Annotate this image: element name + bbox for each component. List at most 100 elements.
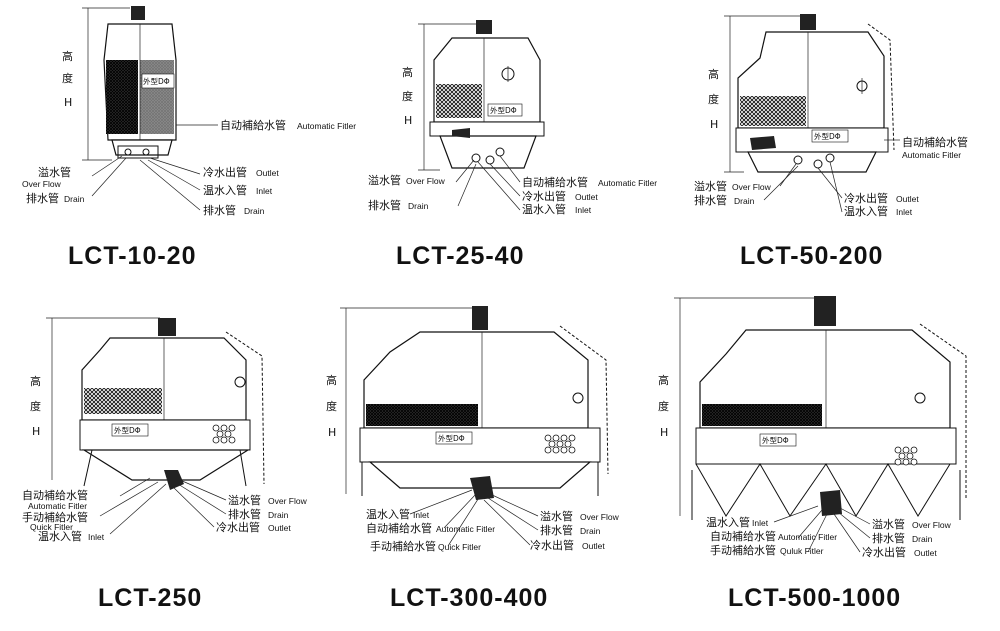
label-cn-auto-fill: 自动補给水管 [522, 175, 588, 189]
label-en-drain-left: Drain [64, 194, 85, 204]
label-cn-drain: 排水管 [228, 507, 261, 521]
label-en-auto-fill: Automatic Fitler [902, 150, 961, 160]
label-en-auto-fill: Automatic Fitler [778, 532, 837, 542]
callouts: 溢水管 Over Flow 自动補给水管 Automatic Fitler 冷水… [368, 173, 657, 216]
leader-lines [99, 477, 227, 535]
model-title: LCT-300-400 [390, 584, 548, 612]
panel-lct-300-400: 高 度 H 外型DΦ [326, 306, 620, 612]
label-cn-auto-fill: 自动補給水管 [902, 135, 968, 149]
height-char-2: 度 [708, 92, 719, 106]
label-en-inlet: Inlet [256, 186, 273, 196]
label-en-quick-fill: Quick Fitler [438, 542, 481, 552]
leader-lines [455, 155, 521, 211]
height-char-2: 度 [30, 399, 41, 413]
callouts: 自动補給水管 Automatic Fitler 溢水管 Over Flow 排水… [22, 118, 356, 217]
label-en-drain: Drain [408, 201, 429, 211]
tower-drawing: 外型DΦ [735, 14, 895, 173]
label-en-inlet: Inlet [413, 510, 430, 520]
label-en-overflow: Over Flow [268, 496, 308, 506]
label-cn-drain: 排水管 [694, 193, 727, 207]
tower-drawing: 外型DΦ [429, 20, 545, 169]
height-char-3: H [660, 426, 668, 439]
callouts: 温水入管 Inlet 自动補给水管 Automatic Fitler 手动補給水… [706, 515, 952, 559]
label-en-outlet: Outlet [582, 541, 605, 551]
label-en-inlet: Inlet [575, 205, 592, 215]
height-char-3: H [404, 114, 412, 127]
panel-lct-250: 高 度 H 外型DΦ [22, 317, 308, 612]
height-char-1: 高 [402, 65, 413, 79]
label-cn-overflow: 溢水管 [228, 493, 261, 507]
height-dimension: 高 度 H [62, 7, 130, 161]
label-cn-auto-fill: 自动補给水管 [710, 529, 776, 543]
height-char-2: 度 [402, 89, 413, 103]
label-en-overflow: Over Flow [732, 182, 772, 192]
label-cn-drain: 排水管 [368, 198, 401, 212]
label-cn-drain: 排水管 [872, 531, 905, 545]
label-cn-outlet: 冷水出管 [216, 520, 260, 534]
label-en-outlet: Outlet [896, 194, 919, 204]
diameter-label: 外型DΦ [762, 435, 789, 445]
label-en-auto-fill: Automatic Fitler [297, 121, 356, 131]
height-dimension: 高 度 H [658, 297, 824, 516]
callouts: 自动補给水管 Automatic Fitler 手动補給水管 Quick Fit… [22, 488, 308, 543]
label-en-overflow: Over Flow [580, 512, 620, 522]
height-char-3: H [710, 118, 718, 131]
label-en-inlet: Inlet [896, 207, 913, 217]
label-cn-auto-fill: 自动補給水管 [220, 118, 286, 132]
label-cn-quick-fill: 手动補給水管 [710, 543, 776, 557]
diameter-label: 外型DΦ [143, 76, 170, 86]
diameter-label: 外型DΦ [114, 425, 141, 435]
label-cn-drain: 排水管 [540, 523, 573, 537]
label-en-drain: Drain [734, 196, 755, 206]
label-en-auto-fill: Automatic Fitler [598, 178, 657, 188]
label-cn-overflow: 溢水管 [872, 517, 905, 531]
tower-drawing: 外型DΦ [691, 296, 967, 520]
height-char-1: 高 [326, 373, 337, 387]
label-en-overflow: Over Flow [406, 176, 446, 186]
leader-lines [773, 505, 871, 553]
label-cn-inlet: 温水入管 [38, 529, 82, 543]
label-en-outlet: Outlet [256, 168, 279, 178]
label-en-outlet: Outlet [268, 523, 291, 533]
leader-lines [763, 139, 900, 213]
label-cn-quick-fill: 手动補給水管 [22, 510, 88, 524]
label-cn-inlet: 温水入管 [844, 204, 888, 218]
label-cn-drain-left: 排水管 [26, 191, 59, 205]
label-cn-overflow: 溢水管 [38, 165, 71, 179]
height-char-1: 高 [658, 373, 669, 387]
label-en-quick-fill: Quluk Fitler [780, 546, 824, 556]
label-en-drain: Drain [268, 510, 289, 520]
model-title: LCT-25-40 [396, 242, 524, 270]
label-cn-inlet: 温水入管 [706, 515, 750, 529]
label-en-drain: Drain [244, 206, 265, 216]
height-char-2: 度 [658, 399, 669, 413]
label-cn-inlet: 温水入管 [203, 183, 247, 197]
height-dimension: 高 度 H [402, 23, 478, 171]
label-en-drain: Drain [580, 526, 601, 536]
label-cn-outlet: 冷水出管 [530, 538, 574, 552]
height-char-1: 高 [62, 49, 73, 63]
height-char-3: H [32, 425, 40, 438]
label-en-outlet: Outlet [575, 192, 598, 202]
panel-lct-25-40: 高 度 H 外型DΦ 溢水管 [368, 20, 657, 270]
height-dimension: 高 度 H [708, 15, 810, 173]
height-dimension: 高 度 H [30, 317, 160, 480]
height-char-1: 高 [708, 67, 719, 81]
label-en-inlet: Inlet [88, 532, 105, 542]
label-cn-inlet: 温水入管 [522, 202, 566, 216]
label-cn-auto-fill: 自动補给水管 [366, 521, 432, 535]
label-en-overflow: Over Flow [22, 179, 62, 189]
model-title: LCT-10-20 [68, 242, 196, 270]
model-title: LCT-50-200 [740, 242, 883, 270]
label-en-quick-fill: Quick Fitler [30, 522, 73, 532]
label-en-auto-fill: Automatic Fitler [28, 501, 87, 511]
label-en-overflow: Over Flow [912, 520, 952, 530]
tower-drawing: 外型DΦ [79, 318, 265, 490]
model-title: LCT-500-1000 [728, 584, 901, 612]
model-title: LCT-250 [98, 584, 202, 612]
diameter-label: 外型DΦ [438, 433, 465, 443]
label-cn-overflow: 溢水管 [540, 509, 573, 523]
label-cn-outlet: 冷水出管 [862, 545, 906, 559]
tower-drawing: 外型DΦ [103, 6, 177, 159]
label-cn-drain: 排水管 [203, 203, 236, 217]
